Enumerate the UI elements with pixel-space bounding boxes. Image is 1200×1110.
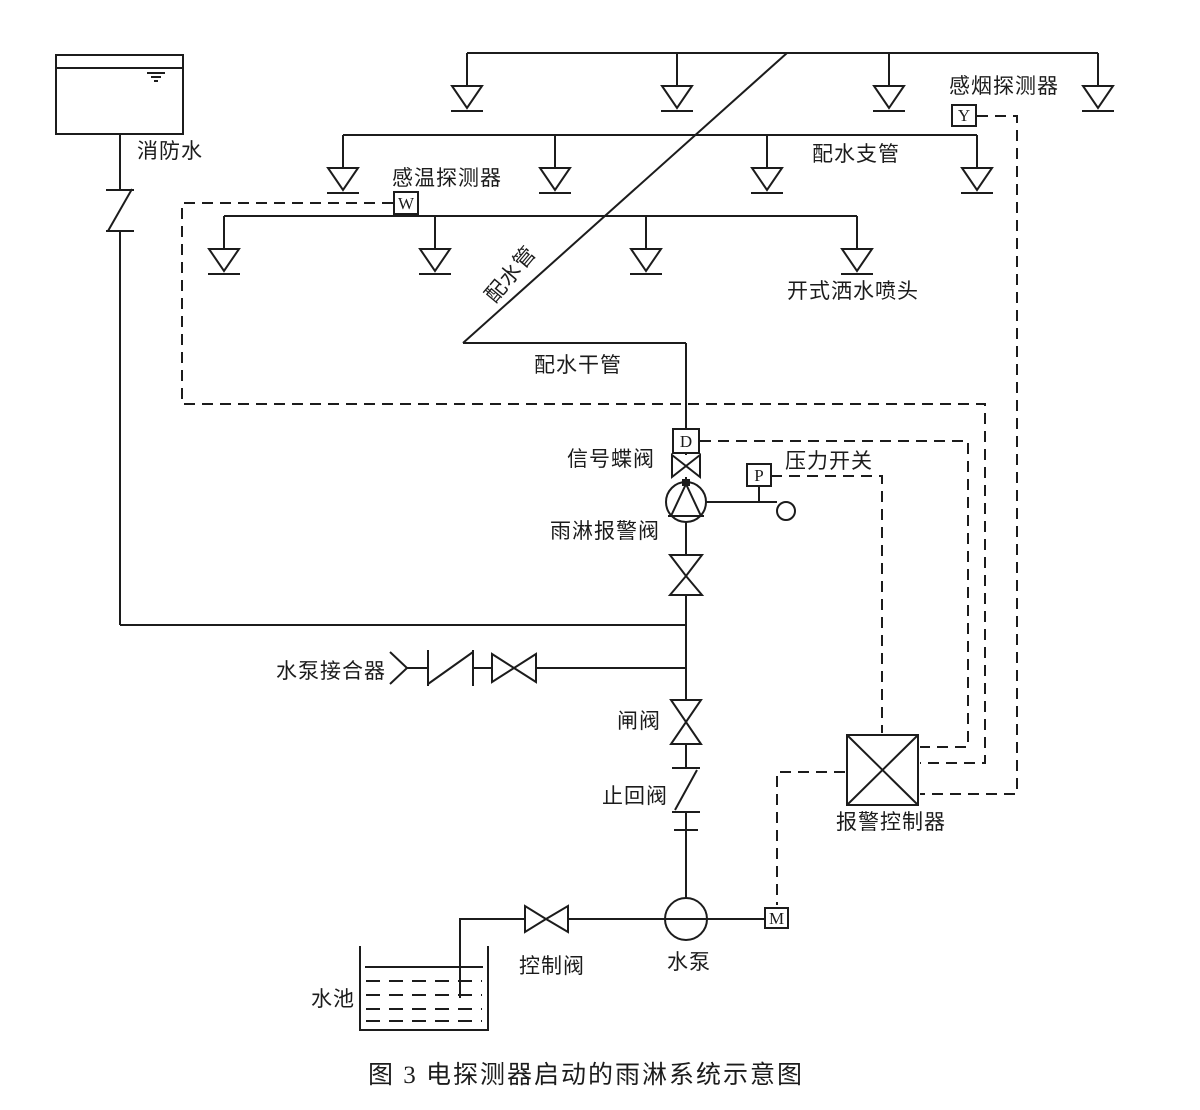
- siamese-connection-icon: [389, 651, 409, 685]
- water-pool: [359, 946, 489, 1031]
- sprinkler-head-icon: [629, 215, 663, 275]
- pump-suction-line: [459, 897, 765, 998]
- check-valve-icon: [672, 767, 700, 813]
- label-water-pump: 水泵: [667, 950, 711, 974]
- label-alarm-controller: 报警控制器: [836, 810, 946, 834]
- sprinkler-head-icon: [418, 215, 452, 275]
- pressure-switch-box: P: [746, 463, 772, 487]
- butterfly-valve-loop-dashed: [700, 440, 969, 748]
- sprinkler-head-icon: [450, 52, 484, 112]
- gate-valve-icon: [669, 699, 703, 745]
- label-check-valve: 止回阀: [602, 784, 668, 808]
- label-control-valve: 控制阀: [519, 954, 585, 978]
- label-water-pool: 水池: [311, 987, 355, 1011]
- label-gate-valve: 闸阀: [617, 709, 661, 733]
- sprinkler-head-icon: [207, 215, 241, 275]
- label-fire-water: 消防水: [137, 139, 203, 163]
- label-pressure-switch: 压力开关: [785, 449, 873, 473]
- butterfly-valve-icon: [671, 452, 701, 480]
- sprinkler-head-icon: [1081, 52, 1115, 112]
- label-smoke-detector: 感烟探测器: [949, 74, 1059, 98]
- sprinkler-head-icon: [840, 215, 874, 275]
- pressure-gauge-icon: [776, 501, 796, 521]
- pressure-switch-loop-dashed: [771, 475, 883, 733]
- heat-detector-box: W: [393, 191, 419, 215]
- label-signal-butterfly-valve: 信号蝶阀: [567, 447, 655, 471]
- control-valve-icon: [524, 904, 569, 934]
- control-wiring: [181, 115, 1018, 905]
- cross-main-diagonal: [462, 52, 788, 344]
- sprinkler-head-icon: [872, 52, 906, 112]
- sprinkler-head-icon: [750, 134, 784, 194]
- coupler-valve-icon: [491, 652, 537, 684]
- riser-valve-train: [665, 343, 707, 898]
- fire-water-tank: [55, 54, 184, 135]
- label-heat-detector: 感温探测器: [392, 166, 502, 190]
- pump-motor-control-dashed: [776, 771, 845, 905]
- label-open-sprinkler: 开式洒水喷头: [787, 279, 919, 303]
- hourglass-valve-icon: [667, 554, 705, 596]
- heat-detector-loop-dashed: [181, 202, 986, 764]
- figure-caption: 图 3 电探测器启动的雨淋系统示意图: [368, 1062, 805, 1089]
- label-branch-pipe: 配水支管: [812, 142, 900, 166]
- branch-pipes: [224, 52, 1098, 344]
- sprinkler-head-icon: [660, 52, 694, 112]
- label-deluge-alarm-valve: 雨淋报警阀: [550, 519, 660, 543]
- pump-coupler-assembly: [389, 650, 686, 686]
- butterfly-valve-box: D: [672, 428, 700, 454]
- smoke-detector-loop-dashed: [920, 115, 1018, 795]
- water-pump-icon: [664, 897, 708, 941]
- label-pump-coupler: 水泵接合器: [276, 659, 386, 683]
- smoke-detector-box: Y: [951, 104, 977, 127]
- supply-line-left: [106, 134, 686, 626]
- pressure-switch-connection: [706, 487, 796, 521]
- sprinkler-head-icon: [326, 134, 360, 194]
- sprinkler-head-icon: [538, 134, 572, 194]
- pipe-break-icon: [106, 188, 134, 232]
- pump-motor-box: M: [764, 907, 789, 929]
- alarm-controller-box: [846, 734, 919, 806]
- sprinkler-head-icon: [960, 134, 994, 194]
- label-distribution-main: 配水干管: [534, 353, 622, 377]
